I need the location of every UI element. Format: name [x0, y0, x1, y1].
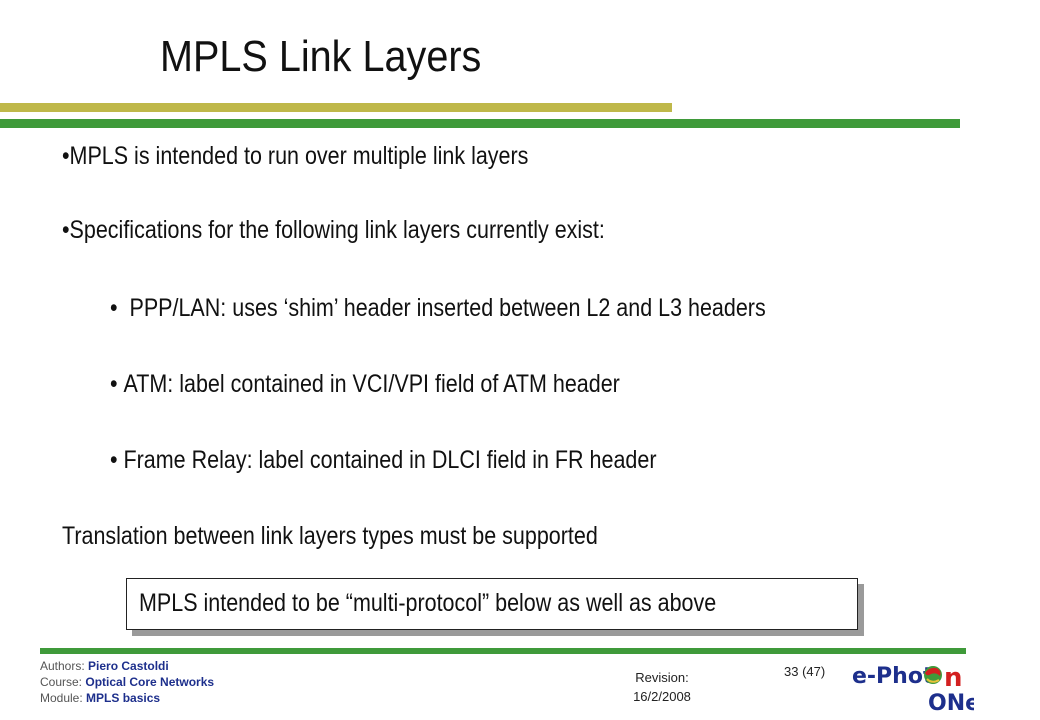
- footer-metadata: Authors: Piero Castoldi Course: Optical …: [40, 658, 214, 706]
- revision-info: Revision: 16/2/2008: [612, 668, 712, 706]
- bullet-text: Specifications for the following link la…: [69, 216, 605, 244]
- title-underline-olive: [0, 103, 672, 112]
- bullet-text: MPLS is intended to run over multiple li…: [69, 142, 529, 170]
- slide-title: MPLS Link Layers: [160, 32, 482, 81]
- globe-icon: [924, 666, 942, 684]
- bullet-item: •MPLS is intended to run over multiple l…: [62, 142, 528, 171]
- title-underline-green: [0, 119, 960, 128]
- callout-text: MPLS intended to be “multi-protocol” bel…: [139, 589, 717, 617]
- bullet-dot: •: [62, 142, 70, 170]
- sub-bullet-item: • Frame Relay: label contained in DLCI f…: [110, 446, 657, 475]
- footer-divider: [40, 648, 966, 654]
- bullet-dot: •: [110, 294, 130, 322]
- sub-bullet-text: PPP/LAN: uses ‘shim’ header inserted bet…: [129, 294, 766, 322]
- logo-text-bottom: ONe: [928, 691, 974, 714]
- bullet-dot: •: [62, 216, 70, 244]
- callout-box: MPLS intended to be “multi-protocol” bel…: [126, 578, 858, 630]
- sub-bullet-item: • PPP/LAN: uses ‘shim’ header inserted b…: [110, 294, 766, 323]
- footer-module: Module: MPLS basics: [40, 691, 161, 705]
- sub-bullet-text: Frame Relay: label contained in DLCI fie…: [123, 446, 657, 474]
- sub-bullet-item: • ATM: label contained in VCI/VPI field …: [110, 370, 620, 399]
- page-number: 33 (47): [784, 664, 826, 679]
- sub-bullet-text: ATM: label contained in VCI/VPI field of…: [123, 370, 620, 398]
- translation-statement: Translation between link layers types mu…: [62, 522, 598, 550]
- bullet-dot: •: [110, 370, 124, 398]
- bullet-item: •Specifications for the following link l…: [62, 216, 605, 245]
- logo-text-top: e-Phot: [852, 664, 934, 689]
- e-photon-one-logo: e-Phot n ONe: [852, 663, 974, 714]
- footer-course: Course: Optical Core Networks: [40, 675, 215, 689]
- revision-date: 16/2/2008: [633, 689, 691, 704]
- revision-label: Revision:: [635, 670, 689, 685]
- footer-authors: Authors: Piero Castoldi: [40, 659, 169, 673]
- bullet-dot: •: [110, 446, 124, 474]
- logo-text-n: n: [944, 663, 963, 693]
